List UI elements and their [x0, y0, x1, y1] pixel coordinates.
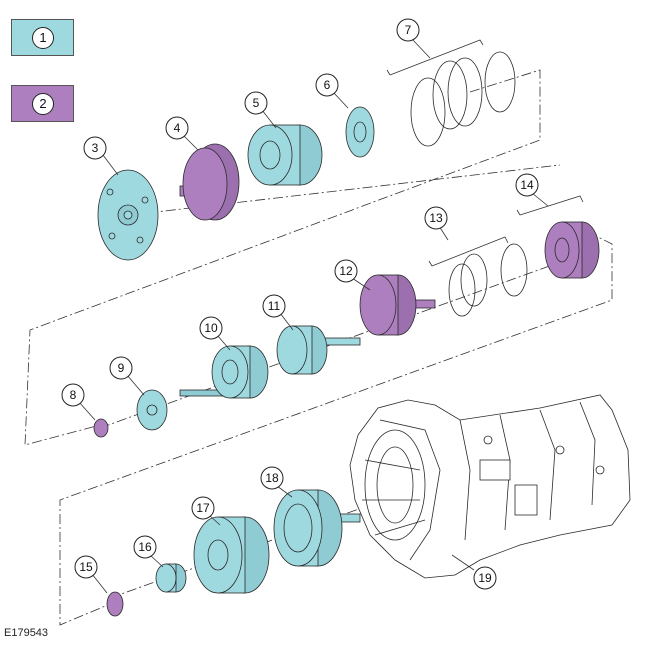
- pump-assembly: [179, 143, 240, 221]
- callout-circle: [83, 136, 107, 160]
- callout-15: 15: [74, 555, 98, 579]
- callout-circle: [473, 566, 497, 590]
- callout-circle: [424, 206, 448, 230]
- callout-number: 19: [478, 571, 492, 585]
- gear-16: [155, 563, 187, 593]
- callout-number: 16: [138, 540, 152, 554]
- callout-10: 10: [199, 316, 223, 340]
- legend-swatch-1: 1: [11, 19, 74, 56]
- callout-number: 8: [70, 388, 77, 402]
- callout-8: 8: [61, 383, 85, 407]
- gear-8: [93, 418, 109, 438]
- callout-number: 13: [429, 211, 443, 225]
- callout-number: 7: [405, 23, 412, 37]
- torque-converter: [97, 169, 159, 261]
- callout-number: 9: [118, 361, 125, 375]
- callout-13: 13: [424, 206, 448, 230]
- callout-circle: [262, 294, 286, 318]
- callout-circle: [74, 555, 98, 579]
- callout-circle: [396, 18, 420, 42]
- planetary-17: [193, 516, 270, 594]
- callout-circle: [109, 356, 133, 380]
- callout-number: 6: [324, 78, 331, 92]
- callout-number: 5: [253, 96, 260, 110]
- legend-number-2: 2: [32, 93, 54, 115]
- callout-circle: [199, 316, 223, 340]
- clutch-plates-13: [448, 243, 528, 317]
- hub-11: [276, 325, 361, 375]
- callout-number: 15: [79, 560, 93, 574]
- callout-number: 11: [268, 299, 281, 313]
- callout-17: 17: [191, 496, 215, 520]
- callout-9: 9: [109, 356, 133, 380]
- gear-15: [106, 591, 124, 617]
- callout-number: 10: [204, 321, 218, 335]
- callout-circle: [515, 173, 539, 197]
- callout-number: 17: [196, 501, 210, 515]
- callout-circle: [133, 535, 157, 559]
- drum-18: [273, 489, 361, 567]
- callout-5: 5: [244, 91, 268, 115]
- callout-12: 12: [334, 259, 358, 283]
- legend-number-1: 1: [32, 27, 54, 49]
- legend-swatch-2: 2: [11, 85, 74, 122]
- callout-labels: 3 4 5 6 7 8 9 10 11 12 13 14 15 16 17 18 19: [61, 18, 539, 590]
- planetary-12: [359, 274, 436, 336]
- callout-19: 19: [473, 566, 497, 590]
- callout-circle: [244, 91, 268, 115]
- drum-5: [247, 124, 323, 186]
- callout-leaders: [78, 37, 549, 594]
- callout-brackets: [386, 39, 584, 267]
- callout-circle: [334, 259, 358, 283]
- drum-10: [179, 345, 269, 399]
- callout-circle: [260, 466, 284, 490]
- clutch-hub-6: [345, 106, 375, 158]
- callout-11: 11: [262, 294, 286, 318]
- callout-number: 14: [520, 178, 534, 192]
- figure-reference-code: E179543: [4, 627, 49, 639]
- callout-18: 18: [260, 466, 284, 490]
- callout-circle: [315, 73, 339, 97]
- callout-number: 4: [174, 121, 181, 135]
- callout-circle: [61, 383, 85, 407]
- callout-number: 12: [339, 264, 353, 278]
- callout-circle: [165, 116, 189, 140]
- transmission-housing: [349, 394, 631, 579]
- callout-circle: [191, 496, 215, 520]
- callout-14: 14: [515, 173, 539, 197]
- callout-number: 18: [265, 471, 279, 485]
- callout-number: 3: [92, 141, 99, 155]
- callout-3: 3: [83, 136, 107, 160]
- callout-6: 6: [315, 73, 339, 97]
- clutch-drum-14: [544, 221, 600, 279]
- clutch-plates-7: [410, 51, 516, 147]
- callout-4: 4: [165, 116, 189, 140]
- carrier-9: [136, 389, 168, 431]
- callout-16: 16: [133, 535, 157, 559]
- callout-7: 7: [396, 18, 420, 42]
